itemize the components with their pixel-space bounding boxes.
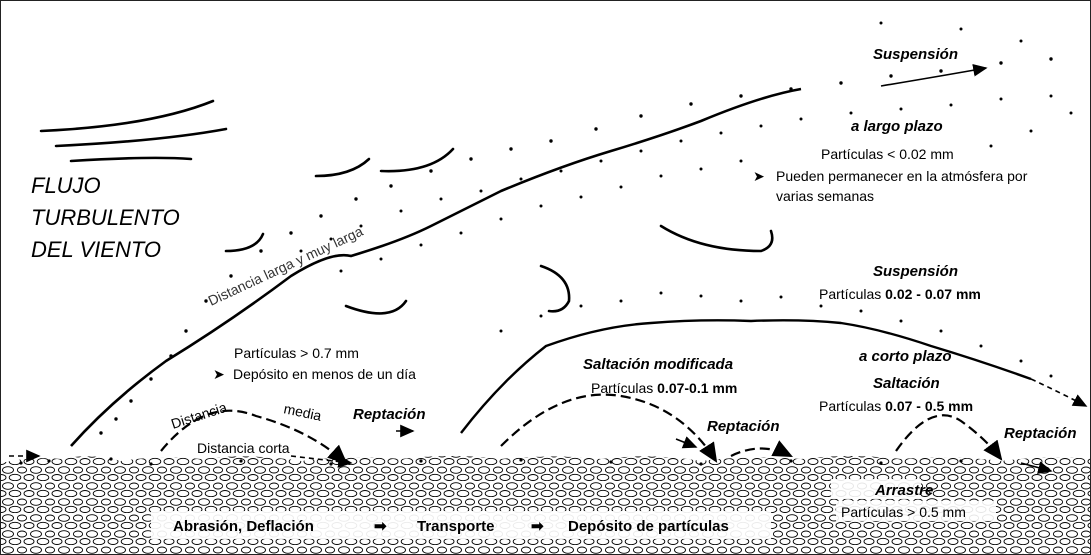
- long-term-particles: Partículas < 0.02 mm: [821, 146, 954, 162]
- long-term-note-2: varias semanas: [776, 188, 874, 204]
- distancia-media-1: Distancia: [169, 399, 229, 432]
- coarse-bullet: ➤: [213, 366, 225, 382]
- footer-step-1: Abrasión, Deflación: [173, 518, 314, 535]
- suspension-arrow: [881, 68, 986, 86]
- footer-arrow-2: ➡: [531, 518, 544, 535]
- short-term-plazo: a corto plazo: [859, 348, 952, 365]
- distancia-media-2: media: [282, 400, 323, 424]
- saltacion-header: Saltación: [873, 375, 940, 392]
- arrastre-header: Arrastre: [874, 482, 933, 499]
- footer-step-2: Transporte: [417, 518, 495, 535]
- saltacion-mod-particles: Partículas 0.07-0.1 mm: [591, 380, 737, 396]
- arrastre-particles: Partículas > 0.5 mm: [841, 504, 966, 520]
- long-term-plazo: a largo plazo: [851, 118, 943, 135]
- reptacion-label-1: Reptación: [353, 406, 426, 423]
- long-term-note-1: Pueden permanecer en la atmósfera por: [776, 168, 1028, 184]
- reptacion-label-2: Reptación: [707, 418, 780, 435]
- short-trajectory-tail: [1031, 379, 1086, 406]
- title-line-2: TURBULENTO: [31, 205, 180, 230]
- saltacion-particles: Partículas 0.07 - 0.5 mm: [819, 398, 973, 414]
- short-particles: Partículas 0.02 - 0.07 mm: [819, 286, 981, 302]
- coarse-note: Depósito en menos de un día: [233, 366, 416, 382]
- long-suspension-header: Suspensión: [873, 46, 958, 63]
- distancia-corta: Distancia corta: [197, 440, 290, 456]
- short-suspension-header: Suspensión: [873, 263, 958, 280]
- coarse-particles: Partículas > 0.7 mm: [234, 345, 359, 361]
- long-path-label: Distancia larga y muy larga: [206, 223, 366, 309]
- footer-arrow-1: ➡: [374, 518, 387, 535]
- saltacion-mod-header: Saltación modificada: [583, 356, 733, 373]
- long-term-bullet: ➤: [753, 168, 765, 184]
- title-line-1: FLUJO: [31, 173, 101, 198]
- footer-step-3: Depósito de partículas: [568, 518, 729, 535]
- reptacion-label-3: Reptación: [1004, 425, 1077, 442]
- title-line-3: DEL VIENTO: [31, 237, 161, 262]
